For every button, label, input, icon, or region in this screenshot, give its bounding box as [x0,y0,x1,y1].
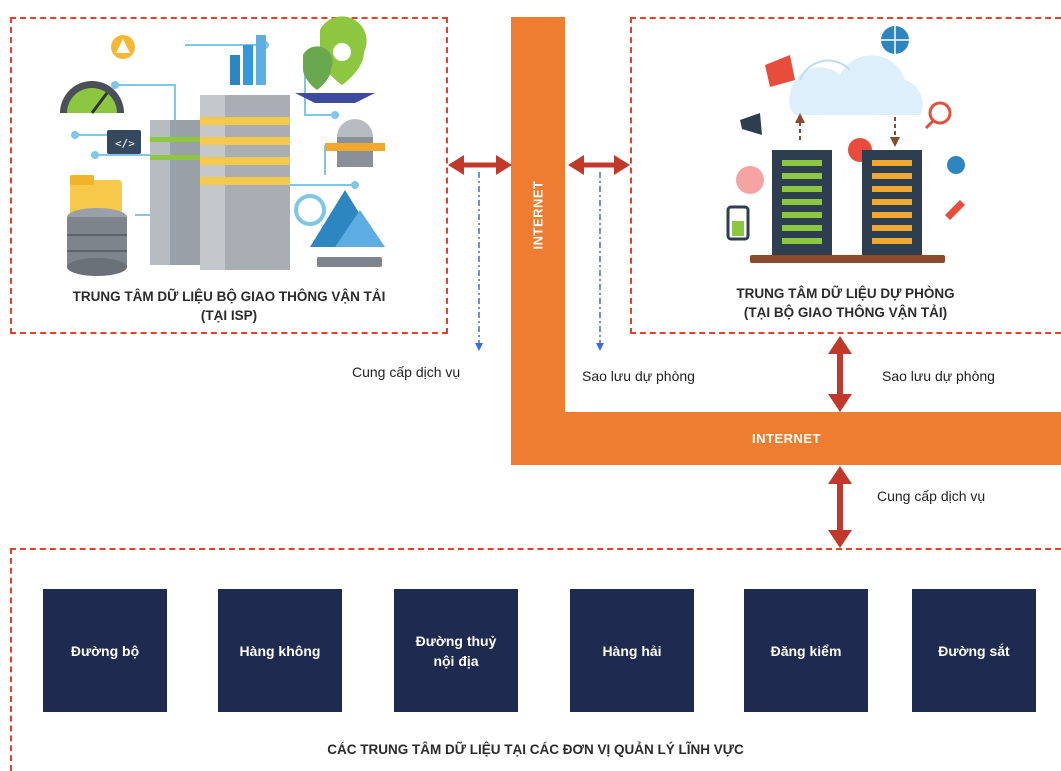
isp-title-line1: TRUNG TÂM DỮ LIỆU BỘ GIAO THÔNG VẬN TẢI [72,289,386,304]
backup-label-right: Sao lưu dự phòng [882,368,995,384]
backup-label-middle: Sao lưu dự phòng [582,368,695,384]
internet-horizontal-label: INTERNET [752,431,821,446]
isp-server-illustration: </> [60,16,385,276]
unit-railway: Đường sắt [912,589,1036,712]
isp-title-line2: (TẠI ISP) [200,308,258,323]
backup-data-center-box [630,17,1061,334]
internet-backup-double-arrow [568,155,630,175]
unit-aviation: Hàng không [218,589,342,712]
internet-units-double-arrow [828,466,852,548]
service-label-left: Cung cấp dịch vụ [352,364,461,380]
isp-data-center-box [10,17,448,334]
units-data-centers-box [10,548,1061,771]
isp-data-center-title: TRUNG TÂM DỮ LIỆU BỘ GIAO THÔNG VẬN TẢI … [10,287,448,325]
backup-title-line2: (TẠI BỘ GIAO THÔNG VẬN TẢI) [743,305,948,320]
units-title: CÁC TRUNG TÂM DỮ LIỆU TẠI CÁC ĐƠN VỊ QUẢ… [327,742,744,757]
backup-title-line1: TRUNG TÂM DỮ LIỆU DỰ PHÒNG [736,286,955,301]
internet-vertical-bar [511,17,565,465]
backup-internet-double-arrow [828,336,852,412]
unit-registry: Đăng kiểm [744,589,868,712]
isp-internet-double-arrow [448,155,512,175]
unit-road: Đường bộ [43,589,167,712]
service-label-bottom: Cung cấp dịch vụ [877,488,986,504]
backup-data-center-title: TRUNG TÂM DỮ LIỆU DỰ PHÒNG (TẠI BỘ GIAO … [630,284,1061,322]
backup-dotted-arrow [596,172,604,351]
svg-text:</>: </> [115,137,135,150]
unit-inland-waterway: Đường thuỷ nội địa [394,589,518,712]
unit-inland-waterway-label: Đường thuỷ nội địa [415,632,497,669]
unit-maritime: Hàng hải [570,589,694,712]
internet-horizontal-bar [511,412,1061,465]
backup-server-illustration [726,26,965,263]
service-dotted-arrow [475,172,483,351]
